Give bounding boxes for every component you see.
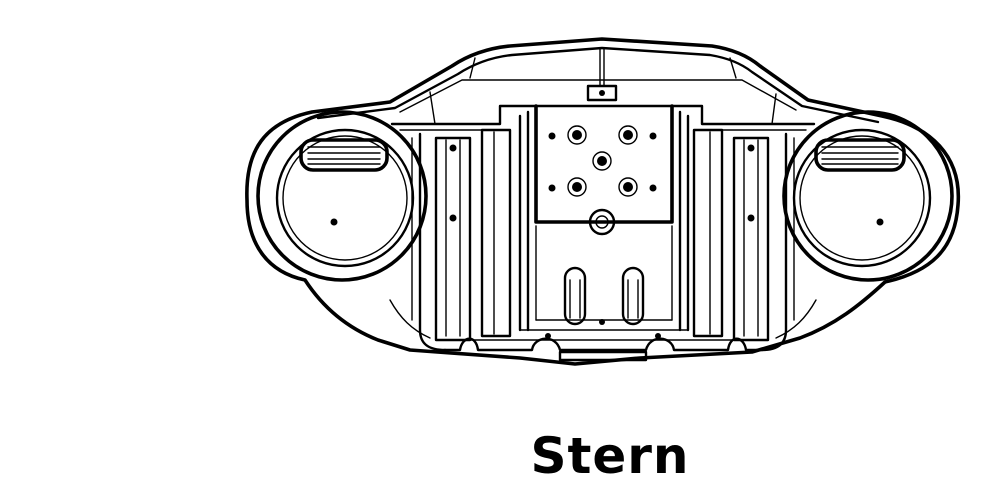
right-slot xyxy=(621,266,645,326)
bottom-edge xyxy=(389,299,817,362)
fairing-outline xyxy=(245,37,961,366)
caption-label: Stern xyxy=(530,427,690,485)
right-vent-grille xyxy=(814,138,906,172)
left-vent-grille xyxy=(299,138,389,172)
left-rib xyxy=(434,128,512,342)
right-speaker-pod xyxy=(782,110,954,282)
top-mount-tab xyxy=(586,47,618,102)
right-rib xyxy=(692,128,770,342)
lower-center xyxy=(535,225,673,326)
left-slot xyxy=(563,266,587,326)
left-speaker-pod xyxy=(256,110,428,282)
center-mount-plate xyxy=(518,104,690,332)
